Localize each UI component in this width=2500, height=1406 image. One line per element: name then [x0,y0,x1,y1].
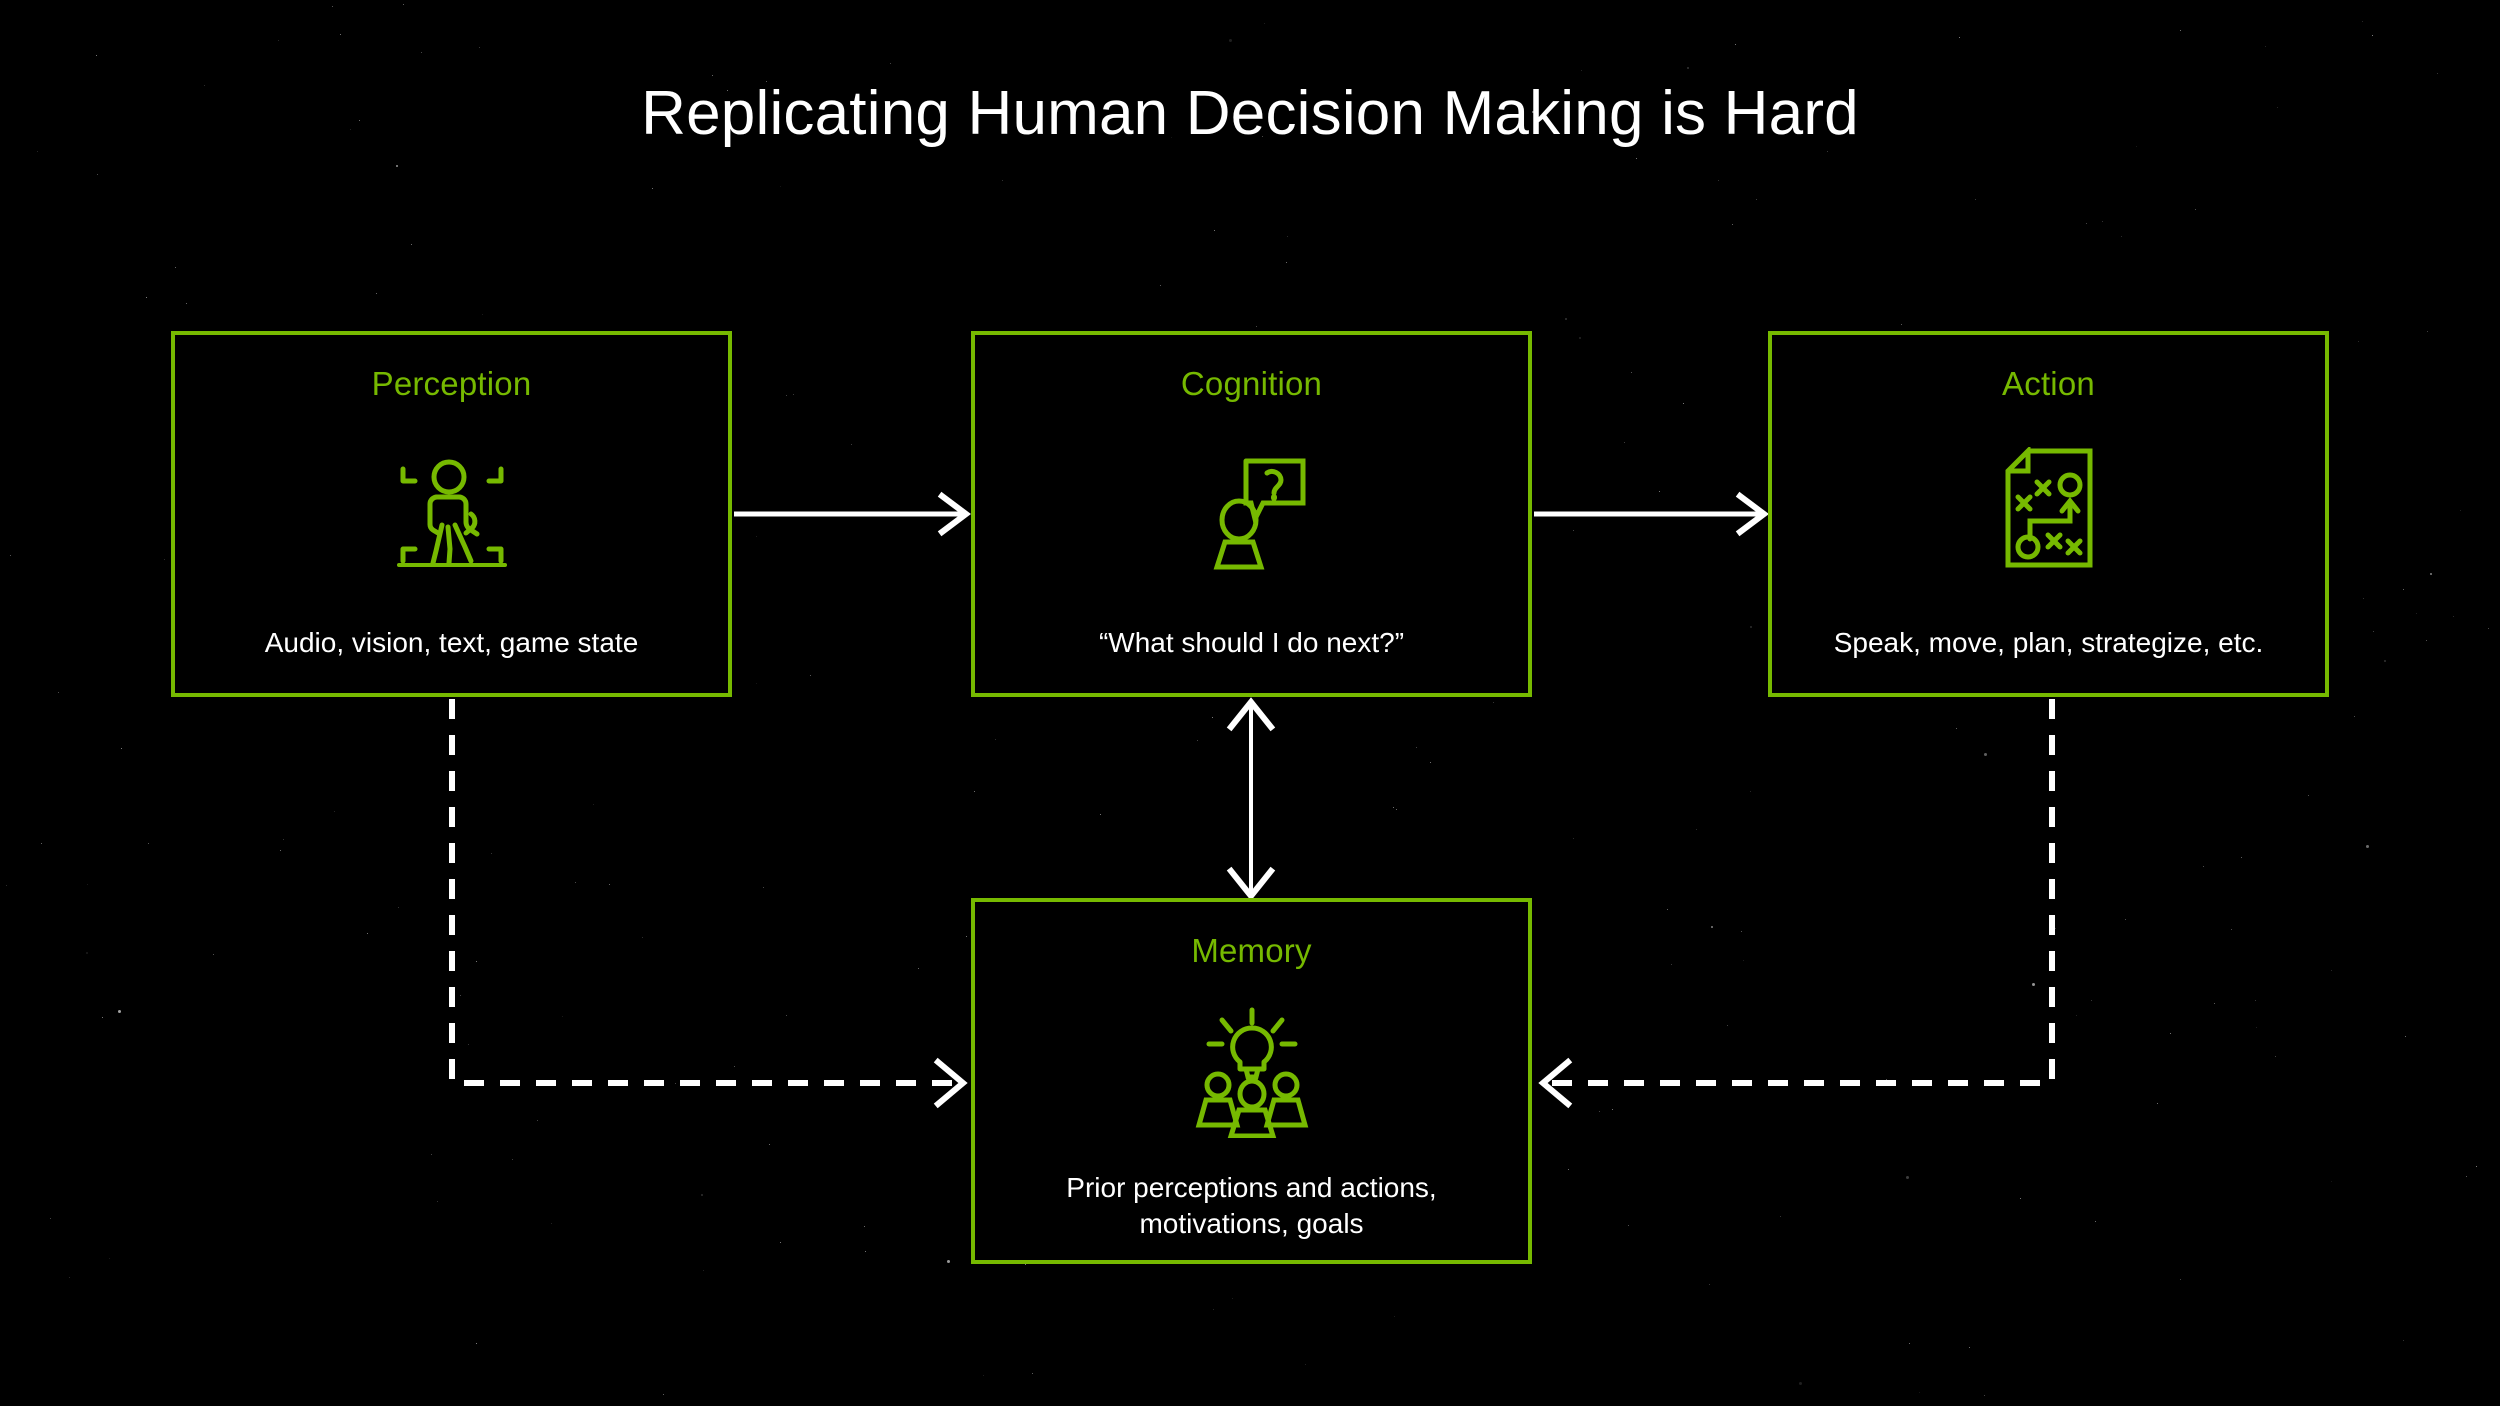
node-action-title: Action [2002,365,2095,402]
node-perception-caption: Audio, vision, text, game state [264,627,639,658]
node-memory-caption-line2: motivations, goals [1139,1207,1364,1239]
node-memory-caption: Prior perceptions and actions, motivatio… [975,1170,1528,1242]
arrow-cognition-memory-bidirectional [1226,697,1276,901]
node-action[interactable]: Action [1768,331,2329,697]
node-cognition[interactable]: Cognition “What should I do next?” [971,331,1532,697]
page-title: Replicating Human Decision Making is Har… [641,79,1859,148]
arrow-perception-to-cognition [734,491,971,537]
arrow-cognition-to-action [1534,491,1769,537]
node-cognition-caption: “What should I do next?” [1098,627,1405,658]
node-perception-title: Perception [371,365,532,402]
node-action-caption: Speak, move, plan, strategize, etc. [1833,627,2264,658]
node-memory-title: Memory [1191,932,1312,969]
arrow-perception-to-memory-dashed [449,699,968,1109]
node-memory[interactable]: Memory [971,898,1532,1264]
person-in-viewfinder-icon [393,453,511,576]
lightbulb-people-idea-icon [1186,1006,1318,1143]
strategy-playbook-document-icon [1994,444,2104,574]
node-perception[interactable]: Perception Audio, v [171,331,732,697]
person-question-speech-bubble-icon [1193,453,1311,576]
node-memory-caption-line1: Prior perceptions and actions, [1066,1172,1437,1203]
arrow-action-to-memory-dashed [1538,699,2055,1109]
node-cognition-title: Cognition [1180,365,1323,402]
